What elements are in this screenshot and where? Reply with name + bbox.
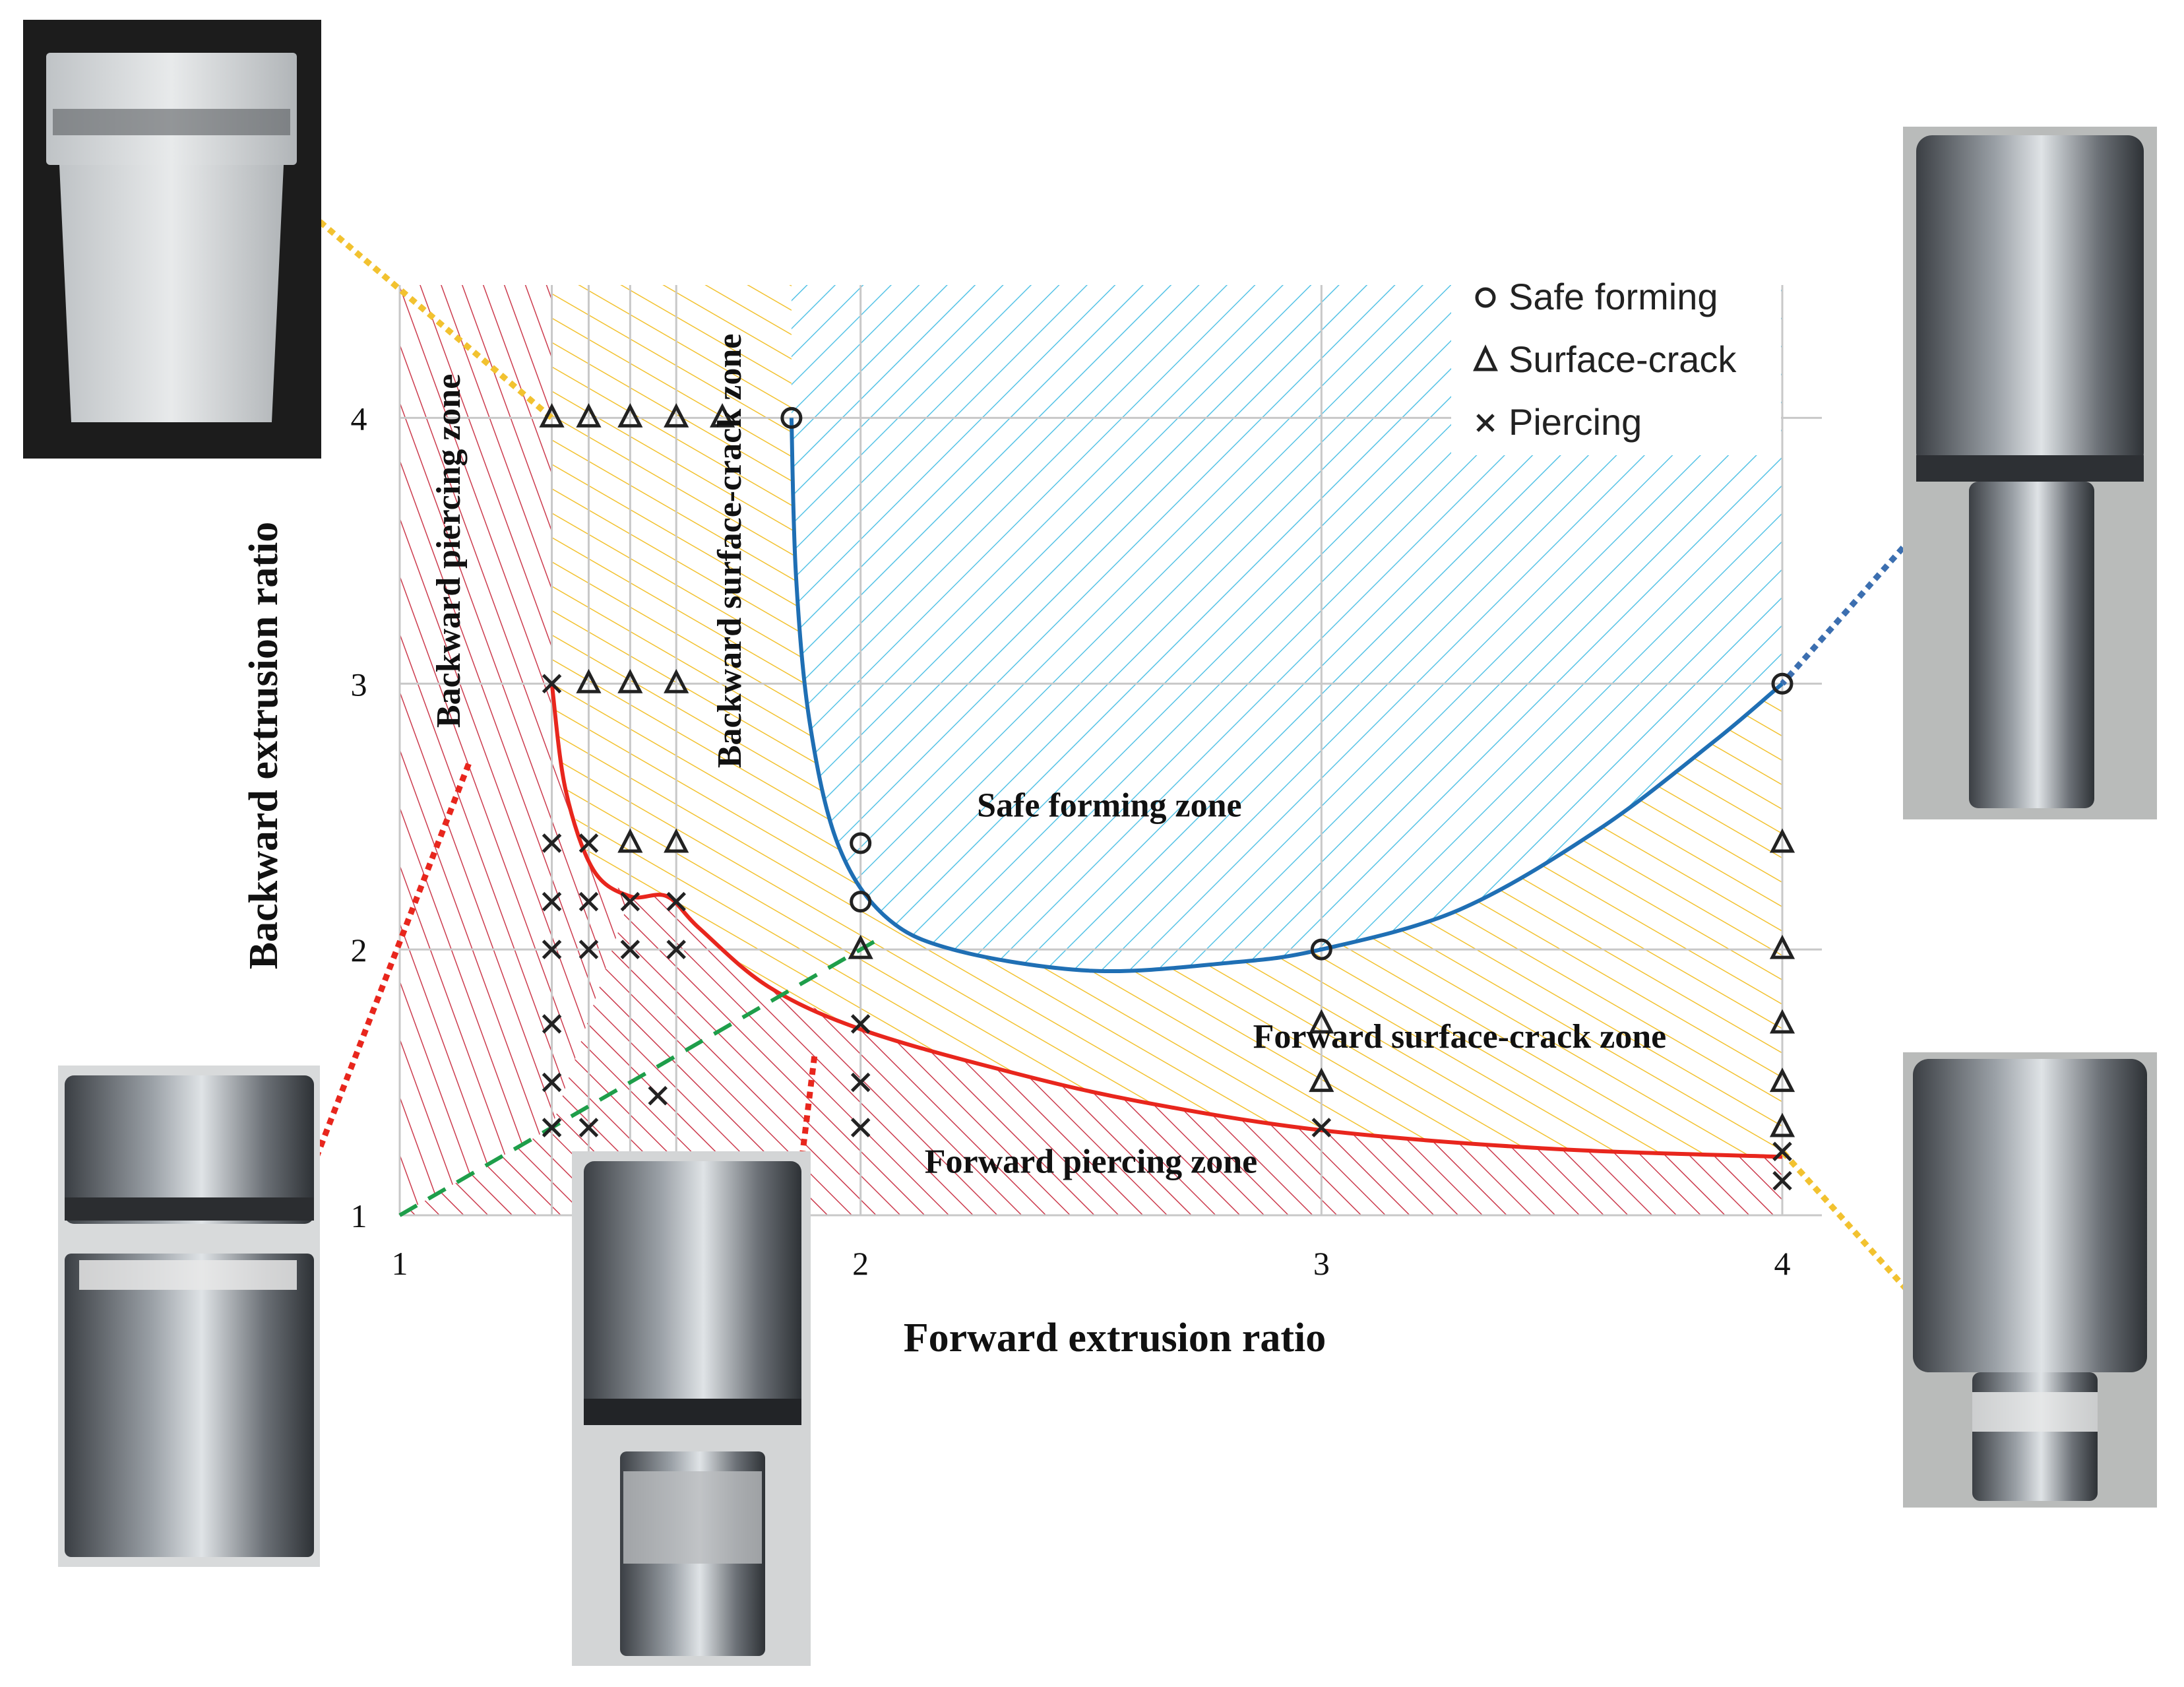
photo-right-top [1903,127,2157,819]
x-tick-label: 4 [1774,1245,1791,1282]
surface-crack-marker [1769,1112,1795,1137]
y-tick-label: 3 [351,666,367,703]
photo-top-left [23,20,321,459]
zone-label-forward_piercing: Forward piercing zone [925,1143,1258,1181]
zone-label-forward_crack: Forward surface-crack zone [1253,1018,1667,1056]
piercing-marker [620,939,640,959]
piercing-marker [850,1118,871,1137]
legend-x-icon [1476,414,1495,432]
piercing-marker [620,891,640,912]
surface-crack-marker [576,402,602,428]
piercing-marker [850,1072,871,1093]
piercing-marker [578,939,599,959]
specimen-photos [23,20,2157,1666]
x-tick-label: 1 [392,1245,408,1282]
surface-crack-marker [539,402,565,428]
legend-triangle-icon [1473,344,1498,371]
forward-piercing-hatch [400,896,1782,1215]
piercing-marker [542,891,562,912]
surface-crack-marker [1769,1009,1795,1034]
leader-line [300,762,472,1192]
piercing-marker [578,891,599,912]
surface-crack-marker [1309,1067,1334,1093]
piercing-boundary-curve [549,683,1783,1159]
safe-forming-marker [1310,938,1332,961]
surface-crack-marker [1769,828,1795,853]
safe-zone-hatch [791,285,1782,972]
y-tick-label: 1 [351,1197,367,1234]
surface-crack-marker [1309,1009,1334,1034]
surface-crack-marker [617,402,643,428]
grid-lines [398,285,1822,1217]
safe-forming-marker [850,891,872,913]
safe-forming-marker [850,832,872,854]
piercing-marker [648,1085,668,1106]
surface-crack-marker [1769,1067,1795,1093]
legend-label: Safe forming [1509,276,1718,317]
legend-label: Surface-crack [1509,338,1737,380]
safe-forming-marker [780,406,803,429]
boundary-curves [398,418,1784,1217]
safe-boundary-curve [789,418,1784,974]
zone-label-backward_crack: Backward surface-crack zone [711,334,749,769]
x-axis-title: Forward extrusion ratio [904,1316,1326,1360]
legend-box [1451,271,1781,455]
piercing-marker [542,939,562,959]
photo-bottom-center [572,1151,811,1666]
legend-label: Piercing [1509,401,1642,443]
zone-labels: Backward piercing zone Backward surface-c… [430,334,1666,1181]
piercing-marker [666,891,686,912]
surface-crack-marker [617,668,643,693]
y-axis-title: Backward extrusion ratio [241,522,286,970]
diagonal-curve [398,934,885,1217]
x-tick-label: 2 [852,1245,869,1282]
surface-crack-marker [576,668,602,693]
zone-label-safe_zone: Safe forming zone [977,787,1241,825]
safe-forming-marker [1771,672,1794,695]
surface-crack-marker [848,934,873,959]
surface-crack-marker [664,828,689,853]
piercing-marker [578,1118,599,1137]
surface-crack-marker [664,668,689,693]
y-tick-label: 2 [351,932,367,969]
data-markers [539,402,1795,1191]
piercing-marker [666,939,686,959]
x-tick-label: 3 [1313,1245,1330,1282]
surface-crack-marker [709,402,735,428]
piercing-marker [1772,1170,1792,1191]
axis-ticks: 1 2 3 4 1 2 3 4 [351,400,1791,1282]
surface-crack-marker [664,402,689,428]
leader-line [1780,546,1906,686]
piercing-marker [542,1118,562,1137]
piercing-marker [850,1014,871,1034]
backward-piercing-hatch [400,285,631,1215]
photo-bottom-left [58,1066,320,1567]
legend-circle-icon [1475,287,1496,308]
photo-right-bottom [1903,1052,2157,1508]
surface-crack-marker [1769,934,1795,959]
piercing-marker [542,1014,562,1034]
piercing-marker [542,674,562,694]
piercing-marker [542,1072,562,1093]
piercing-marker [1772,1141,1792,1162]
piercing-marker [1311,1118,1332,1137]
zone-label-backward_piercing: Backward piercing zone [430,374,468,728]
piercing-marker [578,833,599,853]
piercing-marker [542,833,562,853]
y-tick-label: 4 [351,400,367,437]
leader-line [1780,1149,2005,1398]
surface-crack-marker [617,828,643,853]
